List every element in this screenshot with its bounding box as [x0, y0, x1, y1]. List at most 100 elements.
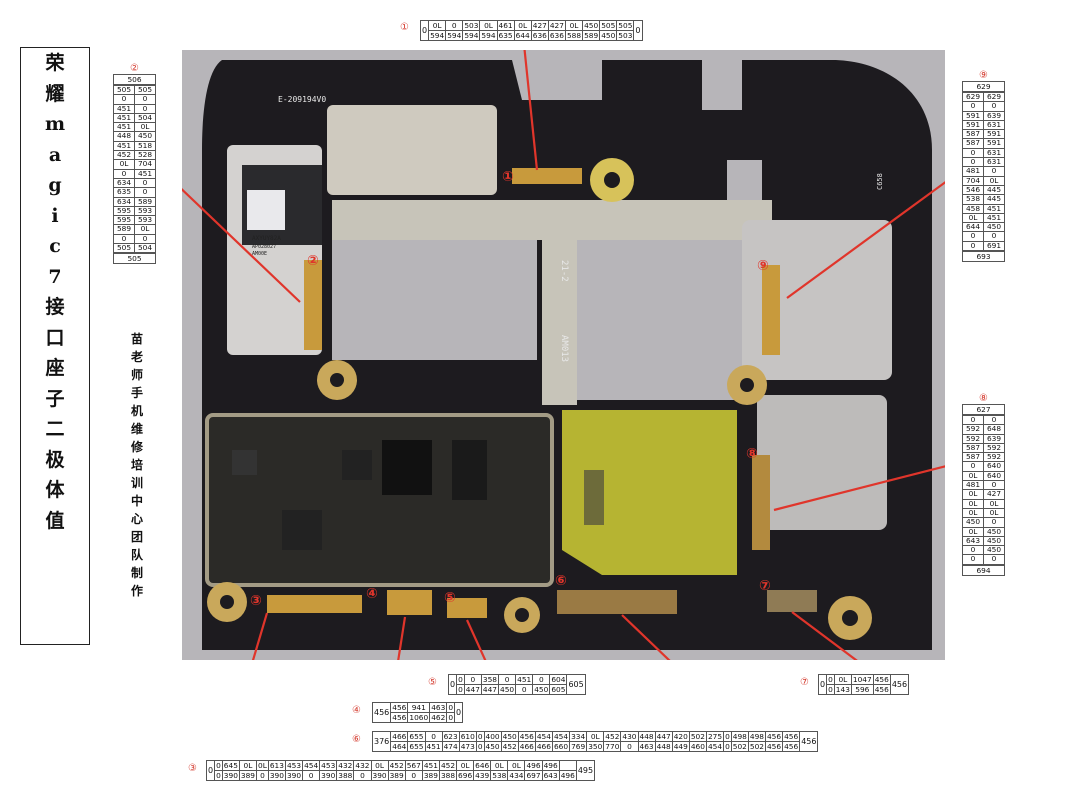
table-cell: 450: [599, 30, 618, 41]
table-cell: 498: [730, 731, 749, 742]
table-cell: 769: [569, 741, 588, 752]
table-cell: 466: [517, 741, 536, 752]
subtitle-char: 维: [130, 422, 143, 436]
board-marker-1: ①: [502, 169, 514, 185]
table-cell: 0: [113, 94, 135, 105]
table-cell: 0: [205, 760, 216, 781]
title-char: 二: [45, 418, 65, 440]
title-char: 耀: [45, 82, 65, 105]
table-cell: 0: [446, 712, 455, 723]
table-cell: 0: [723, 741, 732, 752]
table-cell: 461: [496, 20, 515, 31]
table-cell: 645: [221, 760, 240, 771]
table-cell: 502: [747, 741, 766, 752]
table-cell: 596: [850, 684, 874, 695]
table-cell: 456: [782, 731, 801, 742]
table-2-head: 506: [113, 74, 156, 85]
table-cell: 358: [480, 674, 500, 685]
table-cell: 447: [463, 684, 482, 695]
board-marker-7: ⑦: [759, 578, 771, 594]
title-char: 子: [45, 387, 65, 410]
table-cell: 770: [603, 741, 622, 752]
table-cell: 450: [500, 731, 519, 742]
table-cell: 463: [637, 741, 656, 752]
board-marker-9: ⑨: [757, 258, 769, 274]
table-cell: 462: [429, 712, 448, 723]
board-marker-6: ⑥: [555, 573, 567, 589]
table-cell: 450: [498, 684, 517, 695]
table-cell: 0: [256, 770, 269, 781]
table-cell: 503: [616, 30, 635, 41]
subtitle-char: 培: [130, 458, 143, 472]
title-char: m: [44, 113, 66, 135]
table-cell: 420: [671, 731, 690, 742]
table-7-marker: ⑦: [800, 677, 809, 688]
table-6-marker: ⑥: [352, 734, 361, 745]
board-marker-5: ⑤: [444, 590, 456, 606]
table-cell: 454: [705, 741, 725, 752]
table-cell: 0: [983, 166, 1005, 177]
table-cell: 451: [515, 674, 534, 685]
table-cell: 456: [764, 741, 784, 752]
table-cell: 0L: [479, 20, 498, 31]
table-cell: 655: [407, 731, 426, 742]
table-cell: 635: [496, 30, 515, 41]
table-cell: 0L: [513, 20, 532, 31]
table-cell: 941: [407, 702, 431, 713]
table-cell: 450: [483, 741, 502, 752]
table-cell: 643: [541, 770, 560, 781]
table-cell: 495: [575, 760, 596, 781]
subtitle-char: 心: [130, 512, 143, 526]
table-cell: 0: [419, 20, 430, 41]
table-cell: 350: [586, 741, 605, 752]
table-cell: 0: [404, 770, 423, 781]
table-cell: 648: [983, 424, 1005, 435]
table-cell: 454: [302, 760, 321, 771]
table-cell: 1060: [407, 712, 431, 723]
table-cell: [558, 760, 577, 771]
table-cell: 704: [134, 159, 156, 170]
table-cell: 0: [214, 770, 223, 781]
table-cell: 1047: [850, 674, 874, 685]
table-cell: 0: [633, 20, 643, 41]
table-cell: 445: [983, 194, 1005, 205]
table-cell: 0: [515, 684, 534, 695]
table-cell: 592: [962, 433, 984, 444]
table-cell: 473: [458, 741, 477, 752]
table-2-foot: 505: [113, 253, 156, 265]
title-char: c: [49, 235, 61, 257]
table-cell: 453: [284, 760, 304, 771]
subtitle-char: 作: [130, 584, 143, 598]
table-cell: 450: [134, 131, 156, 142]
table-9-head: 629: [962, 81, 1005, 92]
table-cell: 456: [371, 702, 392, 723]
table-cell: 0: [983, 231, 1005, 242]
table-cell: 432: [336, 760, 355, 771]
table-cell: 143: [833, 684, 852, 695]
table-cell: 449: [671, 741, 690, 752]
table-cell: 450: [532, 684, 551, 695]
title-char: 值: [45, 509, 65, 532]
table-cell: 456: [517, 731, 536, 742]
table-cell: 0: [446, 702, 455, 713]
table-cell: 454: [551, 731, 571, 742]
table-cell: 427: [983, 489, 1005, 500]
table-cell: 454: [534, 731, 553, 742]
table-cell: 430: [620, 731, 639, 742]
table-cell: 0L: [564, 20, 584, 31]
table-cell: 636: [530, 30, 549, 41]
table-cell: 0: [134, 103, 156, 114]
